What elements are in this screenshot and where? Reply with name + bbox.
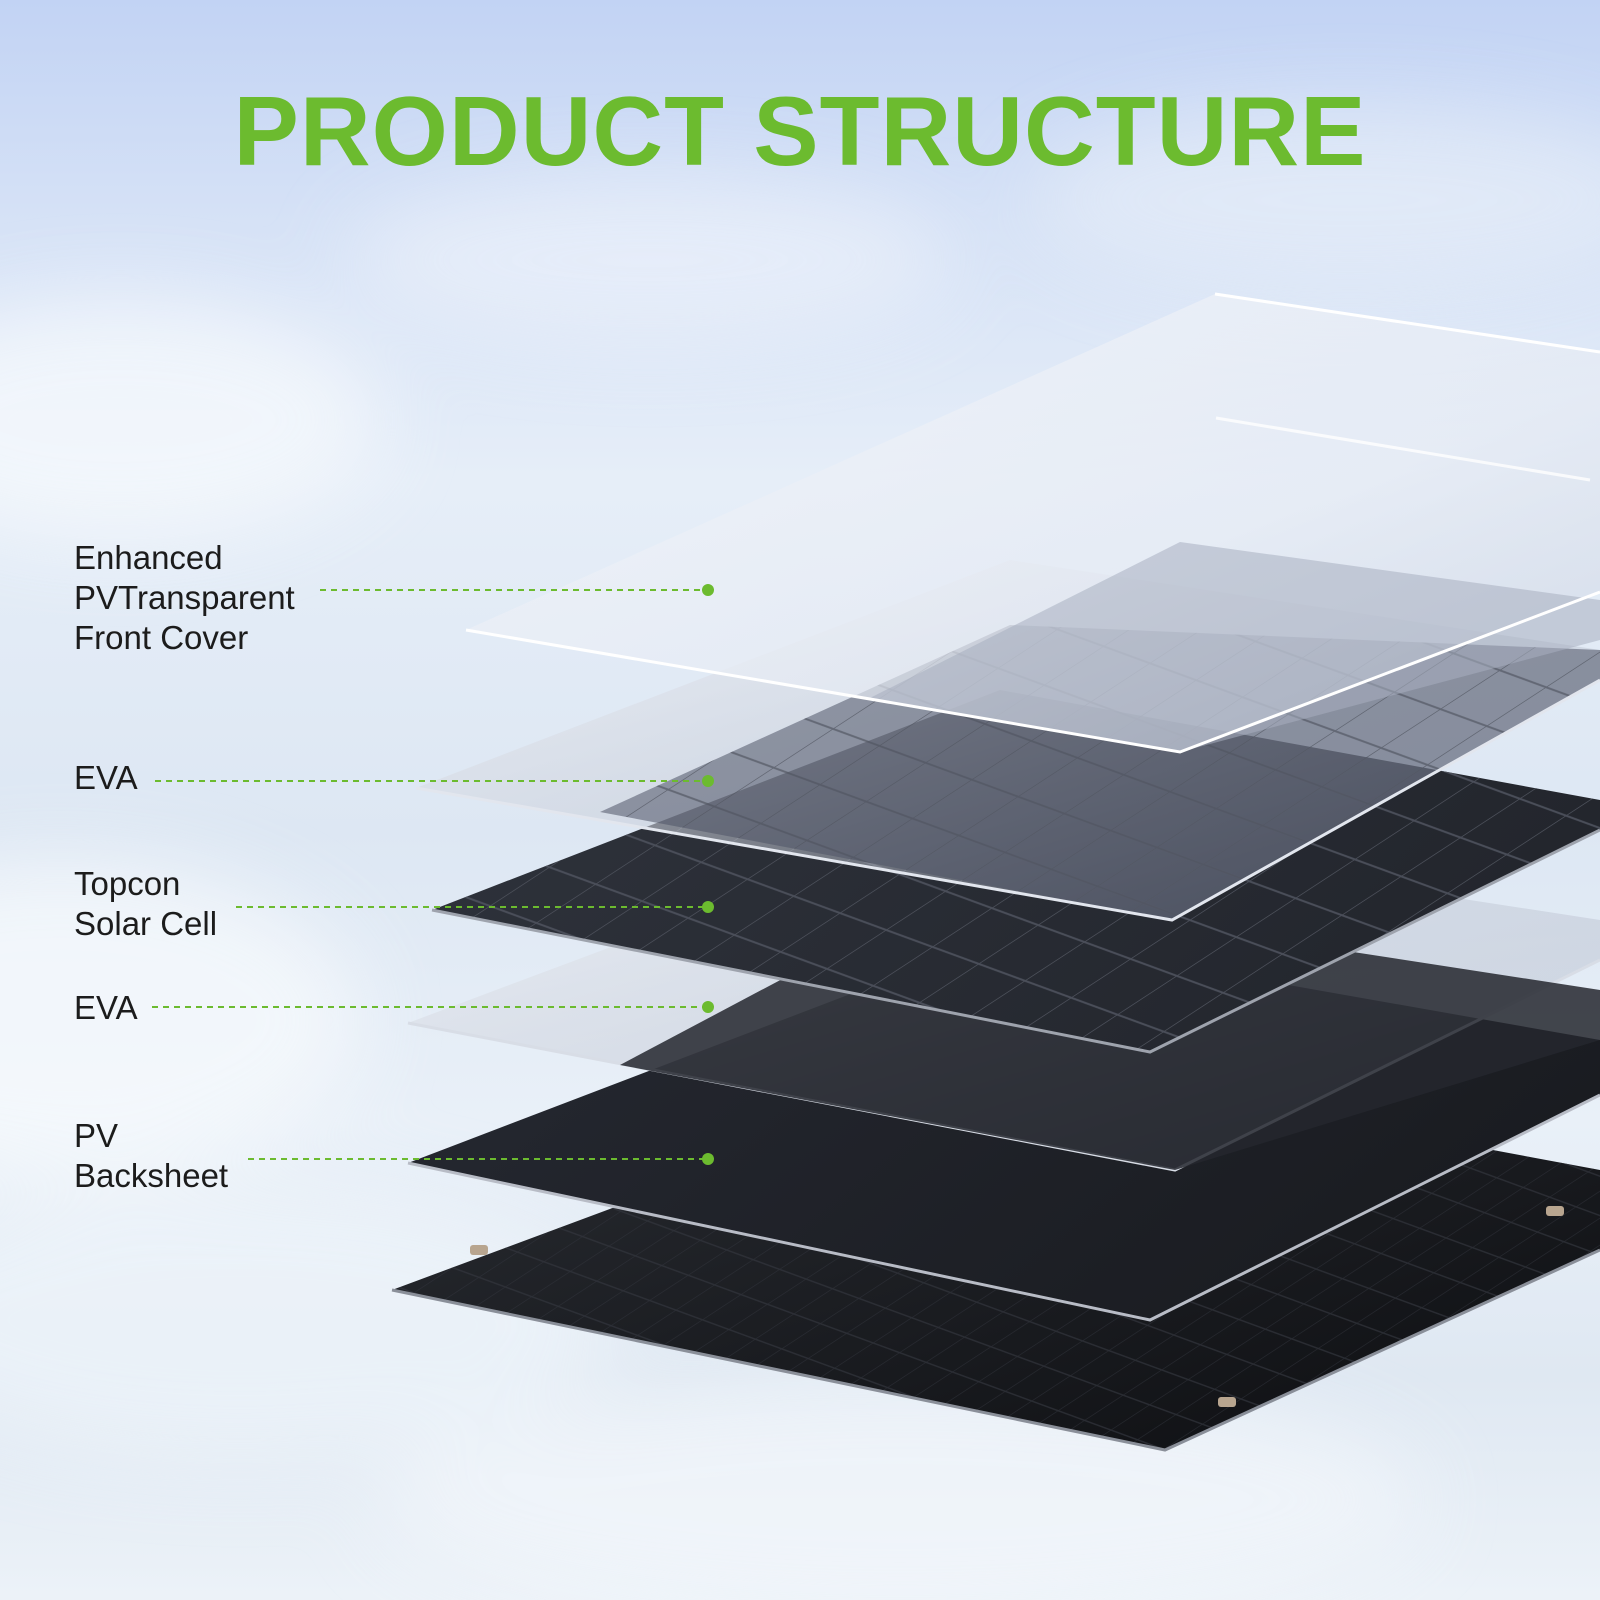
leader-line-solar-cell (236, 901, 714, 913)
leader-line-backsheet (248, 1153, 714, 1165)
leader-line-front-cover (320, 584, 714, 596)
leader-line-eva-bottom (152, 1001, 714, 1013)
leader-lines (152, 584, 714, 1165)
leader-line-eva-top (155, 775, 714, 787)
leader-dot-icon (702, 1153, 714, 1165)
mounting-grommet-icon (1546, 1206, 1564, 1216)
mounting-grommet-icon (1218, 1397, 1236, 1407)
label-eva-top: EVA (74, 759, 138, 796)
label-solar-cell: Topcon Solar Cell (74, 865, 218, 942)
mounting-grommet-icon (470, 1245, 488, 1255)
label-backsheet: PV Backsheet (74, 1117, 229, 1194)
front-cover-layer (465, 292, 1600, 754)
leader-dot-icon (702, 584, 714, 596)
leader-dot-icon (702, 775, 714, 787)
page-title: PRODUCT STRUCTURE (233, 76, 1367, 186)
leader-dot-icon (702, 1001, 714, 1013)
label-front-cover: Enhanced PVTransparent Front Cover (74, 539, 295, 656)
leader-dot-icon (702, 901, 714, 913)
label-eva-bottom: EVA (74, 989, 138, 1026)
